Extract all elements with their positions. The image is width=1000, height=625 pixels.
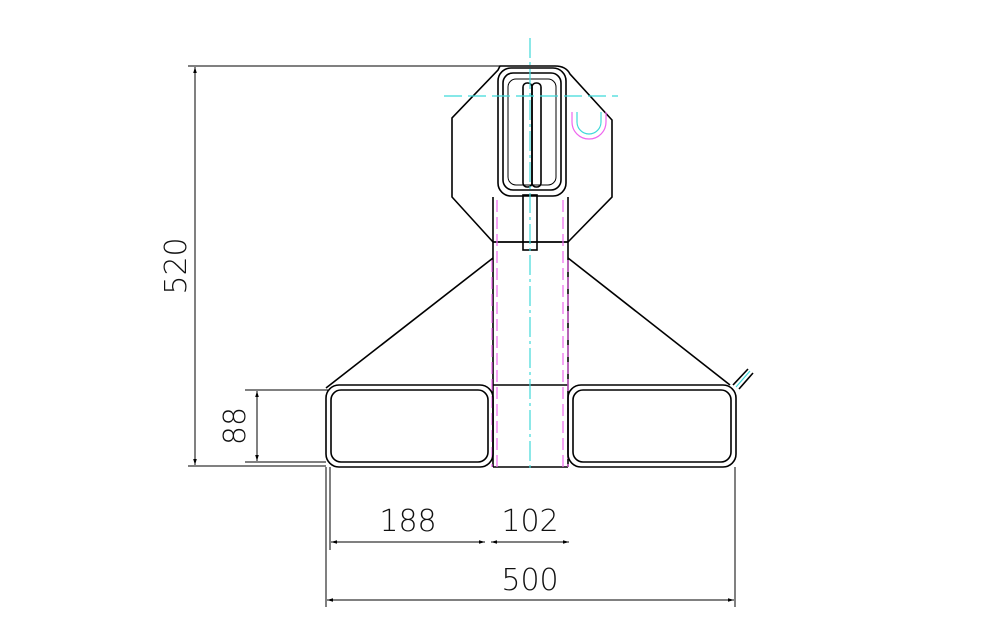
dimension-tube-width: 188 bbox=[325, 467, 485, 607]
column bbox=[491, 197, 569, 468]
grease-nipple bbox=[732, 368, 754, 390]
right-brace bbox=[567, 257, 731, 386]
dimension-tube-height: 88 bbox=[218, 389, 328, 463]
left-fork-pocket bbox=[325, 384, 494, 468]
dimension-label-500: 500 bbox=[501, 563, 558, 598]
dimension-width-total: 500 bbox=[327, 467, 736, 607]
dimension-gap-width: 102 bbox=[491, 504, 569, 544]
dimension-height-total: 520 bbox=[159, 65, 500, 467]
left-brace bbox=[325, 257, 494, 389]
head-outer-frame bbox=[497, 67, 567, 197]
head-inner-frame bbox=[502, 72, 562, 191]
head-assembly bbox=[451, 65, 613, 251]
dimension-label-102: 102 bbox=[501, 504, 558, 539]
dimension-label-520: 520 bbox=[159, 237, 194, 294]
hook-inner bbox=[576, 112, 602, 135]
dimension-label-88: 88 bbox=[218, 407, 253, 445]
dimension-label-188: 188 bbox=[379, 504, 436, 539]
head-bar-left bbox=[522, 82, 533, 188]
right-fork-pocket bbox=[567, 384, 737, 468]
head-bar-right bbox=[531, 82, 542, 188]
hook-outer bbox=[571, 112, 607, 140]
head-plate bbox=[451, 65, 613, 243]
